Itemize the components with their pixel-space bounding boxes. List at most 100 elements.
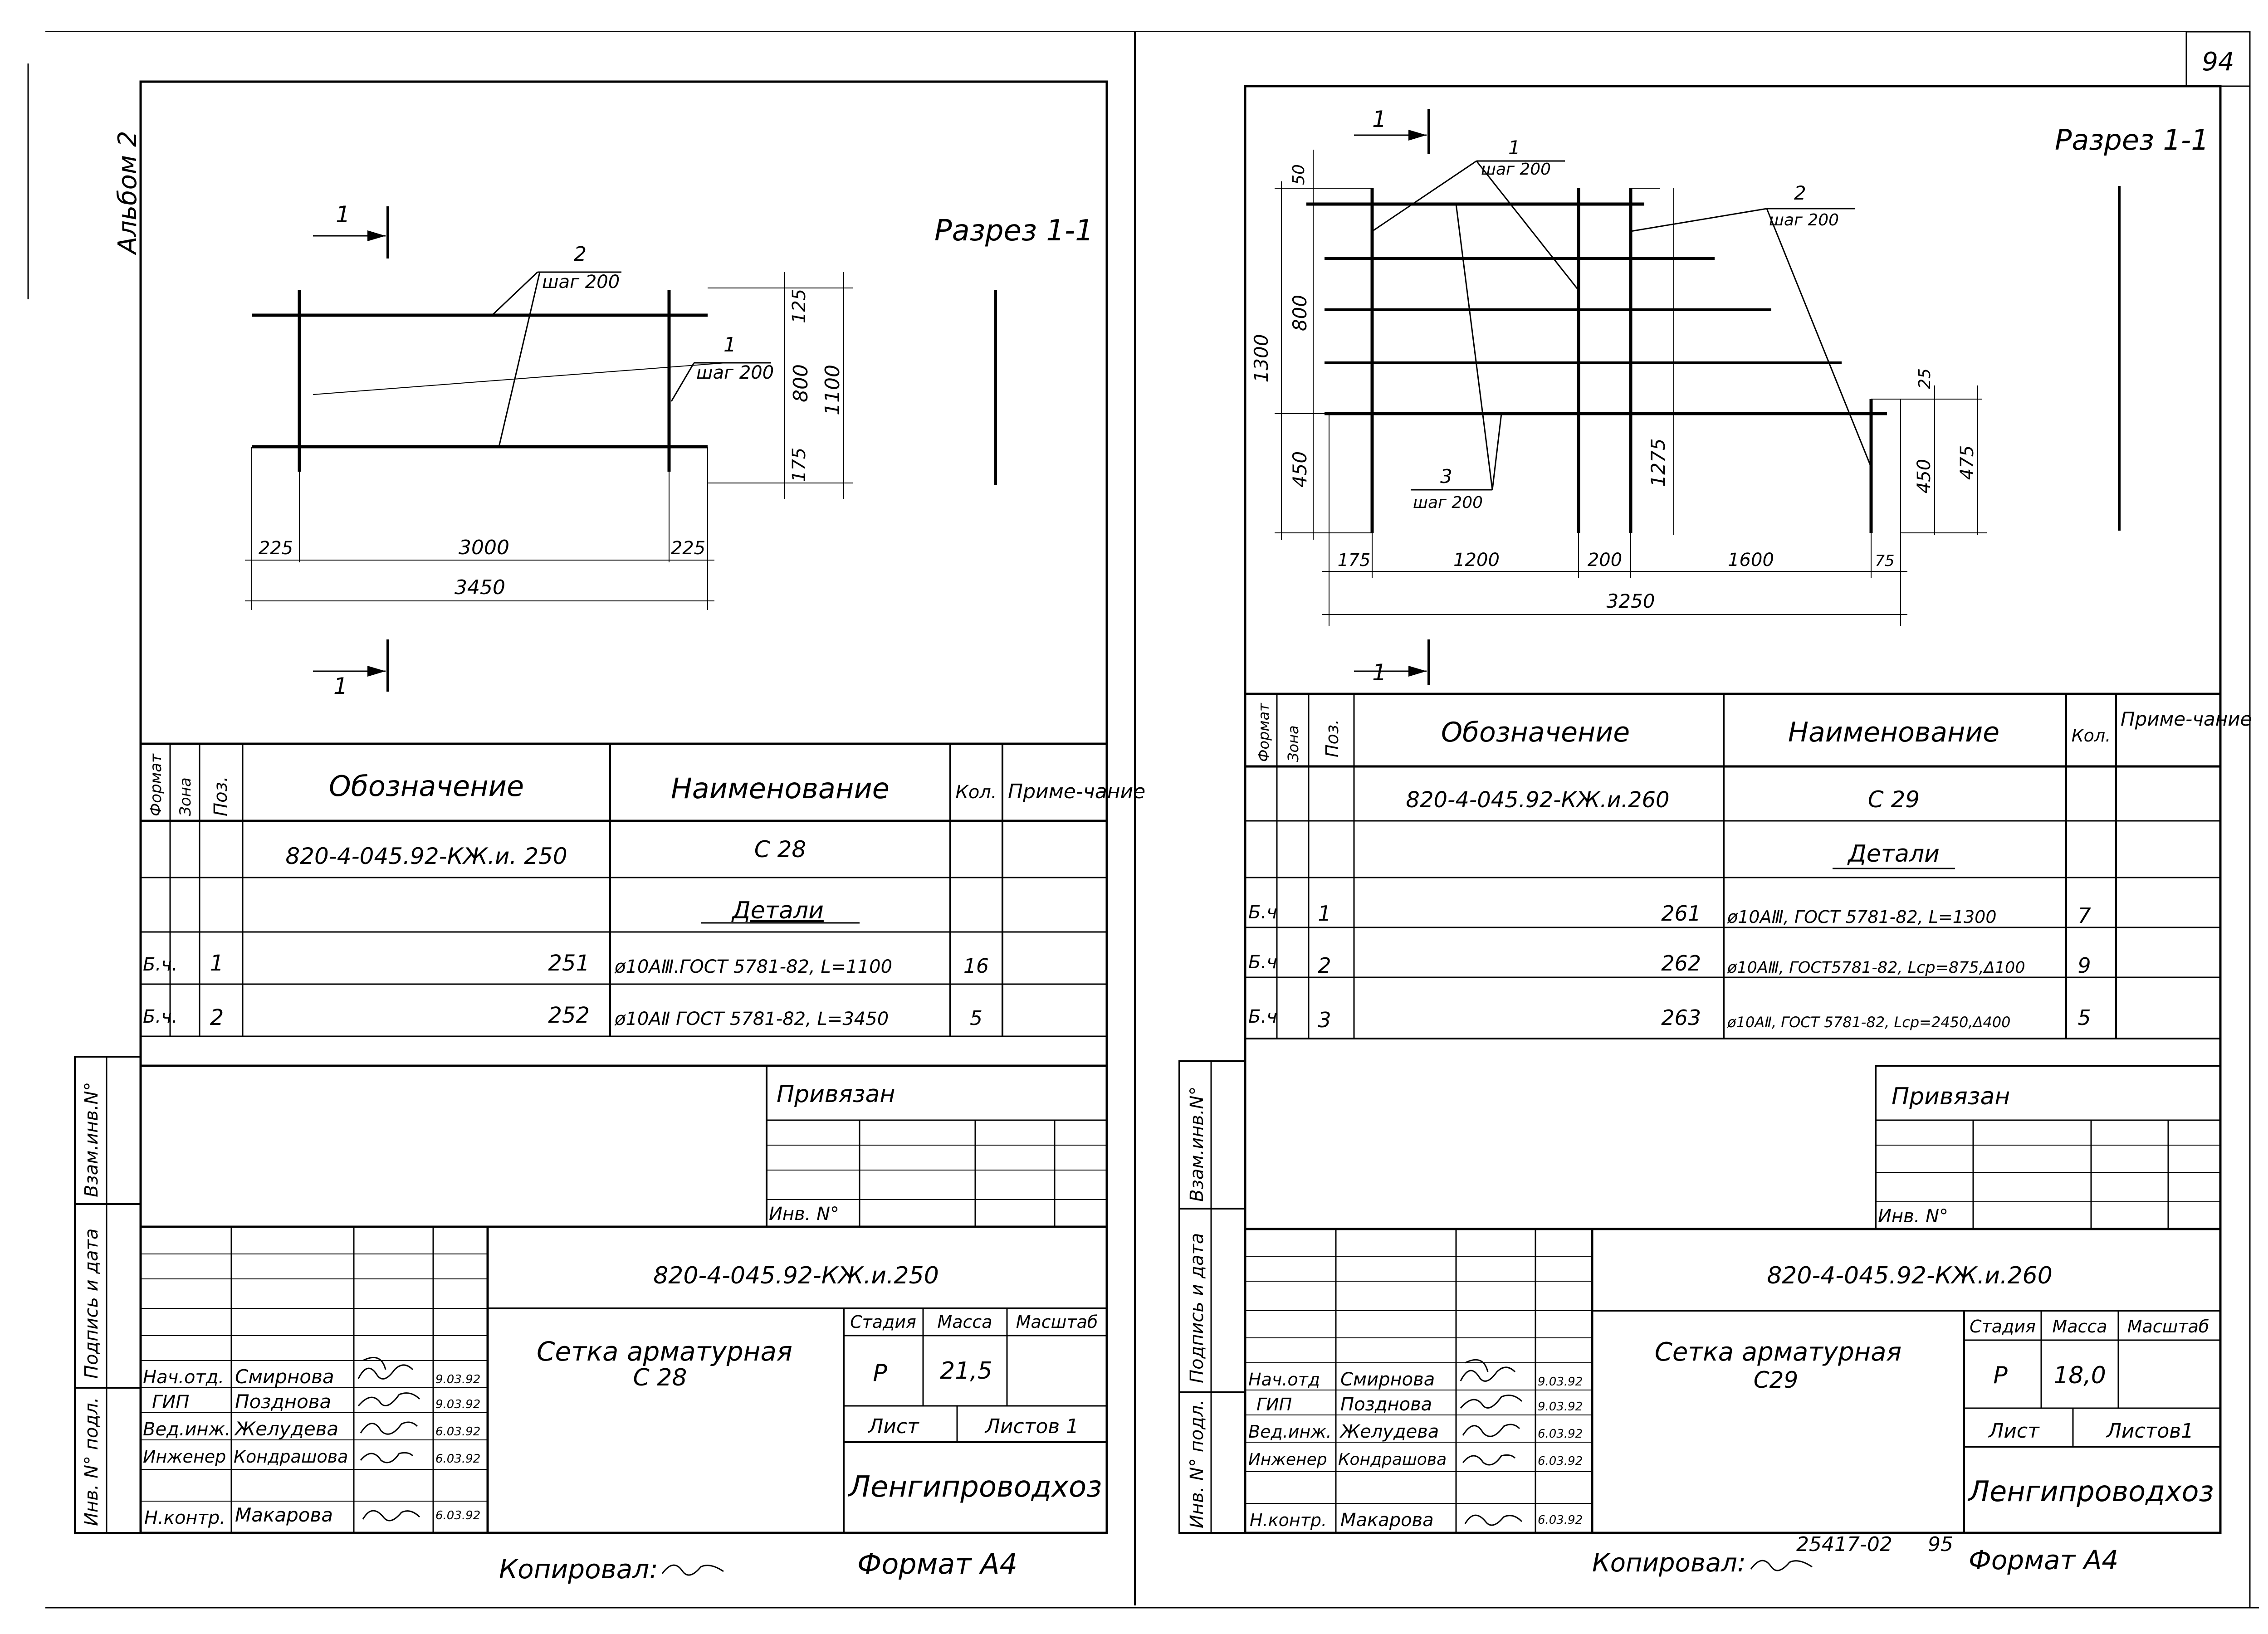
right-section-title: Разрез 1-1 — [2055, 123, 2209, 156]
right-staff-5-name: Макарова — [1340, 1510, 1434, 1531]
right-mass: 18,0 — [2053, 1362, 2106, 1389]
left-bound-label: Привязан — [777, 1081, 895, 1108]
right-leader-2a — [1630, 208, 1767, 232]
left-dim-125: 125 — [789, 289, 810, 323]
right-stage-label: Стадия — [1970, 1317, 2036, 1336]
right-frame — [1244, 85, 2222, 1534]
right-staff-4-date: 6.03.92 — [1538, 1454, 1583, 1468]
right-dim-450: 450 — [1289, 451, 1311, 488]
right-row2-qty: 9 — [2077, 953, 2091, 978]
right-binding-block: Привязан Инв. N° — [1875, 1065, 2221, 1230]
left-row2-designation: 252 — [548, 1003, 590, 1028]
right-signature-3 — [1462, 1424, 1520, 1437]
left-row1-pos: 1 — [210, 951, 224, 976]
right-leader-1b — [1476, 161, 1579, 291]
left-mass-label: Масса — [937, 1312, 992, 1332]
left-spec-table: Формат Зона Поз. Обозначение Наименовани… — [141, 742, 1145, 1067]
left-dim-225b: 225 — [671, 538, 705, 559]
right-margin-frame — [1178, 1060, 1246, 1534]
right-dim-1275: 1275 — [1647, 439, 1669, 487]
right-format-label: Формат А4 — [1969, 1545, 2118, 1575]
left-leader-2-pos: 2 — [574, 243, 587, 266]
right-inv-label: Инв. N° — [1878, 1206, 1948, 1227]
left-copied-label: Копировал: — [499, 1554, 658, 1585]
left-sheets-label: Листов 1 — [984, 1415, 1079, 1438]
left-format-label: Формат А4 — [857, 1547, 1017, 1580]
left-dim-175: 175 — [789, 448, 810, 482]
left-staff-1-date: 9.03.92 — [435, 1373, 480, 1386]
right-dim-25: 25 — [1916, 368, 1934, 389]
right-cut-num-bottom: 1 — [1372, 659, 1387, 686]
right-leader-1a — [1372, 160, 1477, 232]
left-cut-arrowhead-top — [367, 230, 386, 241]
left-leader-2a — [491, 271, 538, 316]
right-leader-1-step: шаг 200 — [1481, 160, 1551, 179]
right-stamp-number: 25417-02 — [1796, 1533, 1892, 1556]
right-title-sub: С29 — [1754, 1367, 1799, 1393]
left-leader-2-step: шаг 200 — [542, 272, 620, 293]
right-staff-1-name: Смирнова — [1340, 1369, 1435, 1390]
left-signature-5 — [362, 1510, 420, 1522]
right-sheet-label: Лист — [1988, 1419, 2040, 1443]
right-item-designation: 820-4-045.92-КЖ.и.260 — [1406, 787, 1669, 813]
left-staff-2-name: Позднова — [235, 1390, 331, 1413]
left-row2-qty: 5 — [970, 1007, 982, 1030]
left-margin-stamps: Взам.инв.N° Подпись и дата Инв. N° подл. — [74, 1056, 142, 1534]
right-dim-475: 475 — [1957, 445, 1978, 480]
left-doc-code: 820-4-045.92-КЖ.и.250 — [653, 1262, 939, 1289]
left-staff-3-role: Вед.инж. — [143, 1419, 230, 1440]
right-hdr-format: Формат — [1255, 702, 1272, 762]
left-mass: 21,5 — [940, 1357, 992, 1385]
right-staff-4-role: Инженер — [1248, 1450, 1327, 1469]
left-staff-4-date: 6.03.92 — [435, 1452, 480, 1466]
left-sheet: Разрез 1-1 1 1 2 шаг 200 — [74, 80, 1145, 1585]
right-copied-signature — [1750, 1560, 1813, 1571]
right-row1-format: Б.ч — [1248, 902, 1277, 923]
right-item-name: С 29 — [1868, 786, 1920, 813]
right-signature-4 — [1462, 1454, 1516, 1466]
album-label: Альбом 2 — [113, 131, 142, 255]
right-cut-num-top: 1 — [1372, 106, 1387, 132]
right-dim-50: 50 — [1290, 164, 1308, 185]
left-staff-2-role: ГИП — [152, 1392, 189, 1413]
right-leader-1-pos: 1 — [1508, 137, 1520, 159]
right-stage: Р — [1993, 1362, 2008, 1389]
right-staff-5-date: 6.03.92 — [1538, 1513, 1583, 1527]
left-dim-3450: 3450 — [455, 576, 505, 599]
left-row1-format: Б.ч. — [143, 954, 178, 975]
left-inv-label: Инв. N° — [769, 1204, 839, 1224]
right-hdr-designation: Обозначение — [1441, 717, 1630, 748]
left-staff-3-name: Желудева — [234, 1418, 338, 1440]
left-hdr-pos: Поз. — [210, 776, 231, 816]
right-sheet: Разрез 1-1 1 1 — [1178, 85, 2252, 1578]
right-leader-3-pos: 3 — [1440, 465, 1452, 488]
right-spec-table: Формат Зона Поз. Обозначение Наименовани… — [1245, 693, 2252, 1039]
right-signature-2 — [1460, 1395, 1523, 1409]
right-dim-175: 175 — [1338, 550, 1371, 570]
right-margin-label-1: Взам.инв.N° — [1187, 1087, 1207, 1202]
right-mass-label: Масса — [2052, 1317, 2107, 1336]
right-sheets-label: Листов1 — [2106, 1419, 2194, 1443]
left-cut-arrowhead-bottom — [367, 666, 386, 677]
right-row1-qty: 7 — [2077, 903, 2091, 928]
right-title: Сетка арматурная — [1655, 1337, 1901, 1367]
right-leader-3a — [1455, 204, 1493, 490]
left-leader-2c — [498, 272, 541, 447]
right-row1-pos: 1 — [1318, 901, 1331, 926]
left-frame — [139, 80, 1108, 1534]
left-row1-designation: 251 — [548, 951, 590, 976]
left-binding-block: Привязан Инв. N° — [766, 1065, 1108, 1228]
right-hdr-qty: Кол. — [2072, 726, 2111, 746]
left-row2-pos: 2 — [210, 1005, 224, 1030]
left-signature-1 — [357, 1356, 414, 1380]
right-stamp-page: 95 — [1928, 1533, 1953, 1556]
left-item-name: С 28 — [754, 836, 806, 863]
right-signature-5 — [1464, 1514, 1523, 1526]
left-staff-4-role: Инженер — [143, 1447, 226, 1467]
left-staff-5-name: Макарова — [235, 1504, 333, 1526]
left-hdr-zone: Зона — [176, 777, 195, 816]
left-signature-3 — [360, 1421, 418, 1435]
left-section-title: Разрез 1-1 — [934, 214, 1094, 248]
left-signature-2 — [357, 1392, 420, 1406]
left-item-designation: 820-4-045.92-КЖ.и. 250 — [285, 843, 567, 869]
